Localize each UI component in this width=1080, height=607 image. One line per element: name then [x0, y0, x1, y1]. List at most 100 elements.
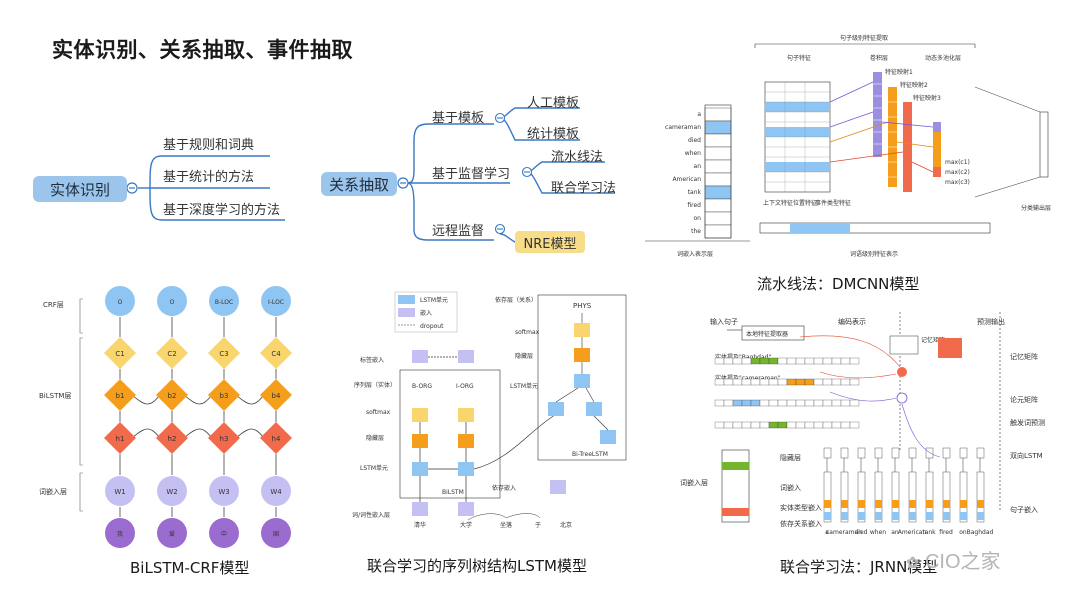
- jrnn-entity-type-cell: [841, 500, 848, 508]
- jrnn-row-cell: [804, 399, 815, 407]
- b-node: [156, 379, 188, 411]
- jrnn-dep-cell: [909, 512, 916, 520]
- jrnn-row-cell: [849, 421, 860, 429]
- relation-tree-root[interactable]: 关系抽取: [321, 172, 397, 196]
- jrnn-entity-type-cell: [977, 500, 984, 508]
- relation-leaf-statistic-template[interactable]: 统计模板: [527, 127, 580, 142]
- dmcnn-token: fired: [687, 202, 701, 209]
- entity-tree-child-2[interactable]: 基于统计的方法: [163, 170, 255, 185]
- jrnn-row-cell: [741, 378, 752, 386]
- jrnn-row-cell: [768, 421, 779, 429]
- jrnn-row-cell: [732, 421, 743, 429]
- jrnn-bilstm-cell: [874, 447, 883, 459]
- jrnn-row-cell: [741, 421, 752, 429]
- jrnn-left-1: 词嵌入层: [680, 479, 708, 487]
- jrnn-dep-cell: [977, 512, 984, 520]
- tree-legend-lstm: LSTM单元: [420, 296, 448, 304]
- char-node-label: 我: [117, 530, 123, 538]
- c-node-label: C2: [167, 350, 176, 358]
- char-node: [105, 518, 135, 548]
- relation-branch-template[interactable]: 基于模板: [432, 111, 485, 126]
- jrnn-row-cell: [768, 399, 779, 407]
- relation-leaf-nre[interactable]: NRE模型: [515, 231, 585, 253]
- dmcnn-token: on: [694, 215, 702, 222]
- jrnn-dep-cell: [875, 512, 882, 520]
- jrnn-row-cell: [768, 378, 779, 386]
- dmcnn-token-cell: [704, 198, 732, 213]
- tree-legend-embed: 嵌入: [420, 310, 432, 317]
- relation-leaf-manual-template[interactable]: 人工模板: [527, 96, 580, 111]
- dmcnn-token-cell: [704, 211, 732, 226]
- tree-word-2: 大学: [460, 521, 472, 529]
- jrnn-bilstm-cell: [823, 447, 832, 459]
- jrnn-embed-column: [925, 471, 934, 523]
- tree-legend-dropout: dropout: [420, 323, 444, 330]
- b-node-label: b3: [220, 392, 229, 400]
- jrnn-entity-type-cell: [943, 500, 950, 508]
- w-node: [209, 476, 239, 506]
- jrnn-bilstm-cell: [840, 447, 849, 459]
- jrnn-row-cell: [732, 378, 743, 386]
- dmcnn-header-1: 句子特征: [787, 54, 811, 62]
- jrnn-embed-column: [823, 471, 832, 523]
- bilstm-layer-bilstm: BiLSTM层: [39, 392, 71, 400]
- jrnn-top-1: 输入句子: [710, 317, 738, 326]
- jrnn-row-cell: [804, 357, 815, 365]
- jrnn-row-cell: [831, 378, 842, 386]
- jrnn-word: on: [959, 529, 967, 536]
- jrnn-row-cell: [750, 357, 761, 365]
- jrnn-row-cell: [723, 421, 734, 429]
- char-node-label: 爱: [169, 530, 175, 538]
- jrnn-row-cell: [723, 357, 734, 365]
- tree-dep-label-2: softmax: [515, 329, 540, 336]
- jrnn-dep-cell: [943, 512, 950, 520]
- relation-tree-lines: [407, 107, 615, 243]
- caption-lstm-tree: 联合学习的序列树结构LSTM模型: [367, 557, 587, 575]
- tree-left-label-5: LSTM单元: [360, 464, 388, 472]
- tree-left-label-4: 隐藏层: [366, 434, 384, 442]
- jrnn-row-cell: [723, 399, 734, 407]
- jrnn-dep-cell: [960, 512, 967, 520]
- tree-entity-tag-2: I-ORG: [456, 383, 474, 390]
- entity-tree-root[interactable]: 实体识别: [33, 176, 127, 202]
- jrnn-bilstm-cell: [942, 447, 951, 459]
- dmcnn-token: tank: [688, 189, 702, 196]
- entity-tree-child-3[interactable]: 基于深度学习的方法: [163, 203, 281, 218]
- jrnn-row-cell: [786, 378, 797, 386]
- h-node-label: h3: [220, 435, 229, 443]
- dmcnn-map-2: 特征映射2: [900, 81, 928, 89]
- jrnn-row-cell: [786, 399, 797, 407]
- jrnn-top-3: 预测输出: [977, 317, 1005, 326]
- relation-branch-distant[interactable]: 远程监督: [432, 224, 485, 239]
- jrnn-row-cell: [786, 421, 797, 429]
- jrnn-entity-type-cell: [926, 500, 933, 508]
- dmcnn-token-cell: [704, 133, 732, 148]
- jrnn-row-cell: [840, 378, 851, 386]
- jrnn-row-cell: [804, 378, 815, 386]
- jrnn-entity-type-cell: [909, 500, 916, 508]
- jrnn-right-5: 句子嵌入: [1010, 505, 1038, 514]
- relation-leaf-pipeline[interactable]: 流水线法: [551, 150, 604, 165]
- dmcnn-map-1: 特征映射1: [885, 68, 913, 76]
- relation-branch-supervised[interactable]: 基于监督学习: [432, 167, 511, 182]
- relation-leaf-joint[interactable]: 联合学习法: [551, 181, 617, 196]
- tree-relation: PHYS: [573, 302, 592, 310]
- tree-word-3: 坐落: [500, 521, 512, 529]
- jrnn-row-cell: [777, 357, 788, 365]
- jrnn-right-4: 双向LSTM: [1010, 451, 1043, 460]
- jrnn-row-cell: [759, 378, 770, 386]
- jrnn-bilstm-cell: [976, 447, 985, 459]
- entity-tree-child-1[interactable]: 基于规则和词典: [163, 138, 255, 153]
- watermark-text: CIO之家: [924, 551, 1001, 573]
- jrnn-row-cell: [714, 399, 725, 407]
- h-node-label: h1: [116, 435, 125, 443]
- caption-bilstm-crf: BiLSTM-CRF模型: [130, 559, 250, 577]
- dmcnn-token-cell: [704, 172, 732, 187]
- jrnn-row-cell: [795, 421, 806, 429]
- jrnn-bilstm-cell: [925, 447, 934, 459]
- tree-dep-label-4: LSTM单元: [510, 382, 538, 390]
- jrnn-row-cell: [795, 357, 806, 365]
- tree-dep-label-1: 依存层（关系）: [495, 296, 537, 304]
- jrnn-word: American: [898, 529, 927, 536]
- b-node: [260, 379, 292, 411]
